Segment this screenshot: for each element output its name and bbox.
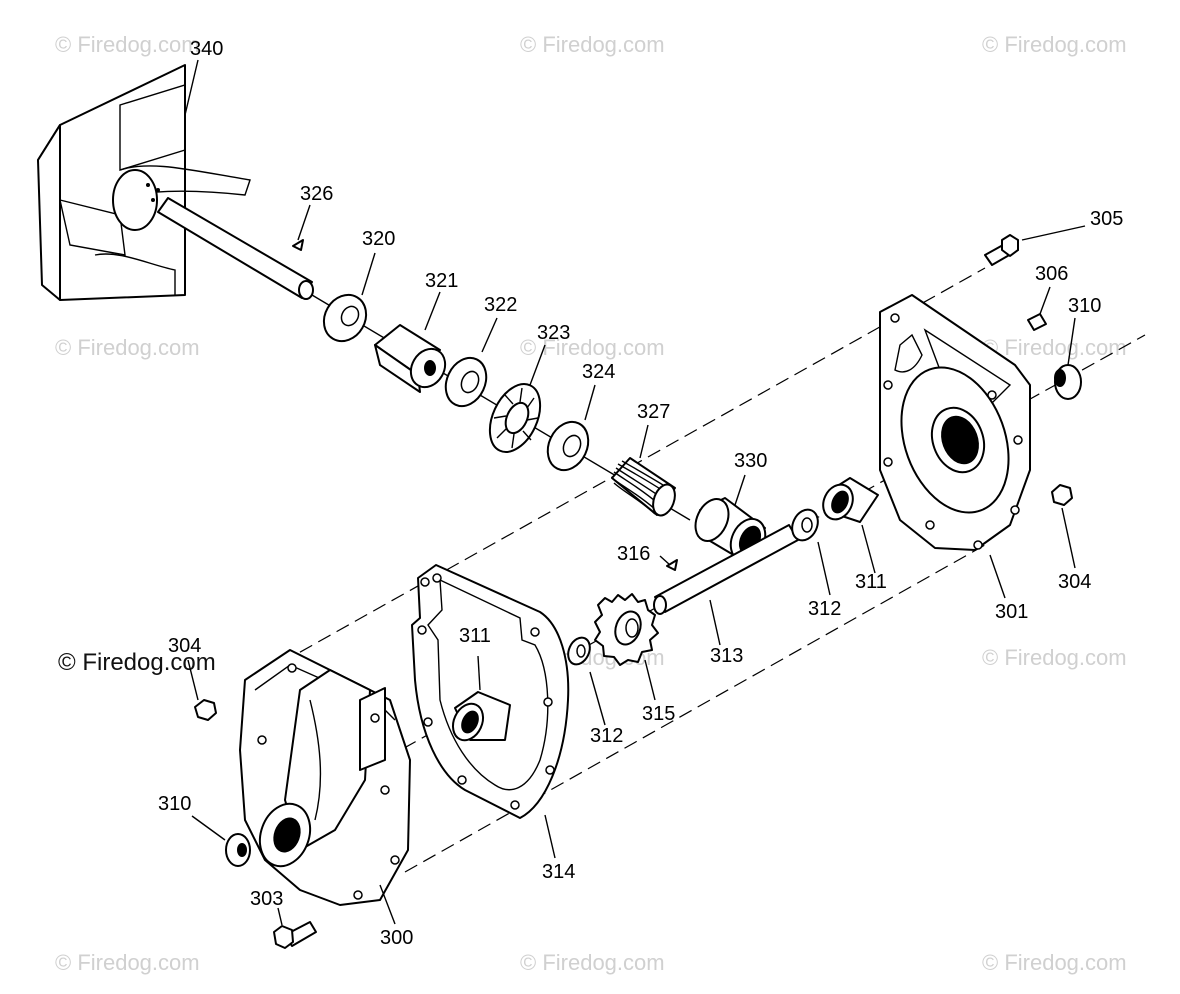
part-label-304: 304 bbox=[1058, 571, 1091, 593]
part-321-bearing bbox=[374, 324, 447, 393]
part-label-326: 326 bbox=[300, 183, 333, 205]
part-304-nut bbox=[1051, 484, 1073, 506]
part-label-330: 330 bbox=[734, 450, 767, 472]
part-316-key bbox=[666, 559, 678, 571]
part-301-right-housing bbox=[879, 294, 1031, 551]
part-label-321: 321 bbox=[425, 270, 458, 292]
part-324-washer bbox=[546, 420, 590, 472]
watermark-text: © Firedog.com bbox=[982, 950, 1127, 975]
part-314-gasket bbox=[411, 564, 570, 819]
watermark-text: © Firedog.com bbox=[55, 32, 200, 57]
impeller-blade bbox=[59, 199, 126, 256]
part-label-311: 311 bbox=[855, 571, 887, 593]
part-326-key bbox=[292, 239, 304, 251]
part-312-washer bbox=[791, 508, 819, 542]
part-label-320: 320 bbox=[362, 228, 395, 250]
impeller-hub bbox=[112, 169, 158, 231]
part-310-bearing bbox=[1054, 364, 1082, 400]
part-312-washer bbox=[567, 636, 591, 666]
part-label-312: 312 bbox=[808, 598, 841, 620]
watermark-text: © Firedog.com bbox=[520, 950, 665, 975]
part-327-worm-gear bbox=[611, 457, 676, 517]
part-303-bolt bbox=[273, 921, 317, 949]
impeller-blade bbox=[119, 84, 186, 171]
part-label-316: 316 bbox=[617, 543, 650, 565]
part-labels: 340 326 320 321 322 323 324 327 330 305 … bbox=[158, 38, 1123, 949]
part-label-304: 304 bbox=[168, 635, 201, 657]
part-340-impeller bbox=[37, 64, 314, 301]
part-323-thrust-bearing bbox=[488, 383, 542, 453]
watermark-text: © Firedog.com bbox=[982, 335, 1127, 360]
watermark-text: © Firedog.com bbox=[55, 335, 200, 360]
part-310-bearing bbox=[225, 833, 251, 867]
part-320-washer bbox=[322, 293, 368, 343]
part-306-set-screw bbox=[1027, 313, 1047, 331]
watermark-text: © Firedog.com bbox=[982, 32, 1127, 57]
part-311-bushing bbox=[451, 691, 511, 742]
part-label-315: 315 bbox=[642, 703, 675, 725]
part-label-314: 314 bbox=[542, 861, 575, 883]
part-label-324: 324 bbox=[582, 361, 615, 383]
part-315-gear bbox=[594, 593, 659, 666]
shaft-end bbox=[298, 280, 314, 300]
hub-hole bbox=[156, 188, 160, 192]
copyright-text: © Firedog.com bbox=[58, 649, 216, 676]
part-label-300: 300 bbox=[380, 927, 413, 949]
watermark-text: © Firedog.com bbox=[520, 32, 665, 57]
part-label-340: 340 bbox=[190, 38, 223, 60]
part-label-323: 323 bbox=[537, 322, 570, 344]
part-305-bolt bbox=[984, 234, 1019, 266]
part-label-322: 322 bbox=[484, 294, 517, 316]
watermark-text: © Firedog.com bbox=[55, 950, 200, 975]
part-300-left-housing bbox=[239, 649, 411, 906]
hub-hole bbox=[146, 183, 150, 187]
part-304-nut bbox=[194, 699, 217, 721]
impeller-plate-edge bbox=[37, 124, 61, 301]
part-label-305: 305 bbox=[1090, 208, 1123, 230]
leader-lines bbox=[184, 59, 1086, 926]
impeller-shaft bbox=[157, 197, 313, 299]
part-label-327: 327 bbox=[637, 401, 670, 423]
impeller-blade bbox=[119, 165, 251, 196]
part-label-313: 313 bbox=[710, 645, 743, 667]
impeller-blade bbox=[94, 253, 176, 295]
part-label-311: 311 bbox=[459, 625, 491, 647]
part-322-washer bbox=[444, 356, 488, 408]
part-311-bushing bbox=[822, 477, 879, 523]
part-label-303: 303 bbox=[250, 888, 283, 910]
part-label-301: 301 bbox=[995, 601, 1028, 623]
part-label-310: 310 bbox=[158, 793, 191, 815]
hub-hole bbox=[151, 198, 155, 202]
part-label-306: 306 bbox=[1035, 263, 1068, 285]
assembly-line bbox=[404, 544, 986, 873]
part-label-310: 310 bbox=[1068, 295, 1101, 317]
part-label-312: 312 bbox=[590, 725, 623, 747]
watermark-text: © Firedog.com bbox=[982, 645, 1127, 670]
